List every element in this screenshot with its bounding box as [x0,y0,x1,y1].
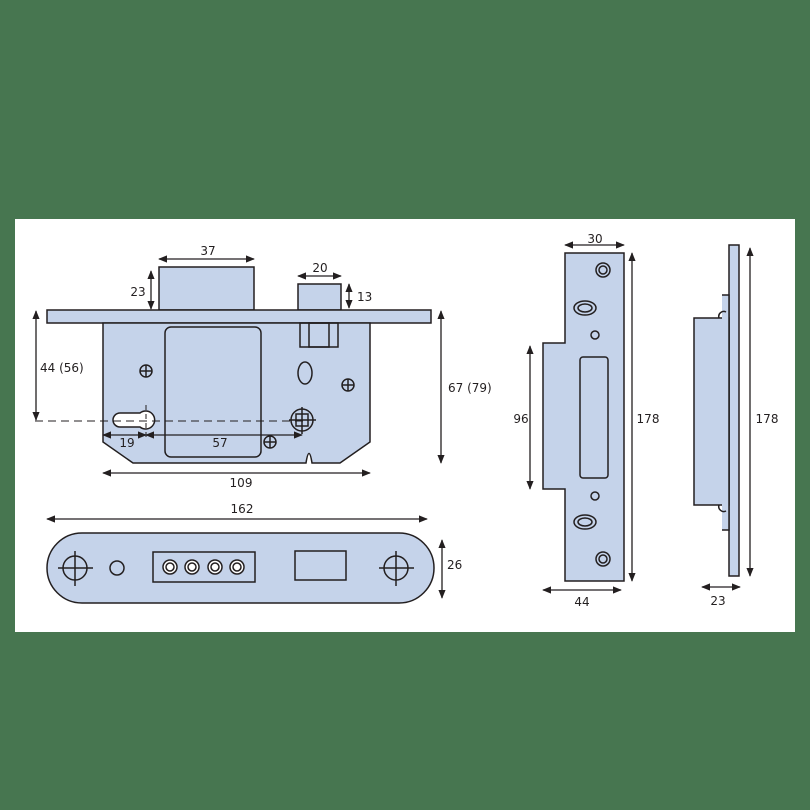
dimension-lines [32,241,754,599]
dim-bolt-projection: 23 [130,285,145,299]
dim-strike-width-total: 44 [574,595,589,609]
dim-backset: 44 (56) [40,361,84,375]
dim-case-width: 109 [230,476,253,490]
lock-body-drawing [35,266,432,464]
dim-strike-width-top: 30 [587,232,602,246]
dim-strike-box-height: 96 [513,412,528,426]
dim-forend-length: 162 [231,502,254,516]
dim-strike-length: 178 [637,412,660,426]
strike-plate-front-drawing [542,252,625,582]
dim-bolt-width: 37 [200,244,215,258]
dim-case-depth: 67 (79) [448,381,492,395]
dim-centres: 57 [212,436,227,450]
dim-side-length: 178 [756,412,779,426]
dim-keyhole-offset: 19 [119,436,134,450]
dim-forend-width: 26 [447,558,462,572]
dim-side-depth: 23 [710,594,725,608]
dim-latch-projection: 13 [357,290,372,304]
forend-drawing [46,532,435,604]
strike-plate-side-drawing [693,244,740,577]
dim-latch-width: 20 [312,261,327,275]
screw-icon [58,551,414,586]
